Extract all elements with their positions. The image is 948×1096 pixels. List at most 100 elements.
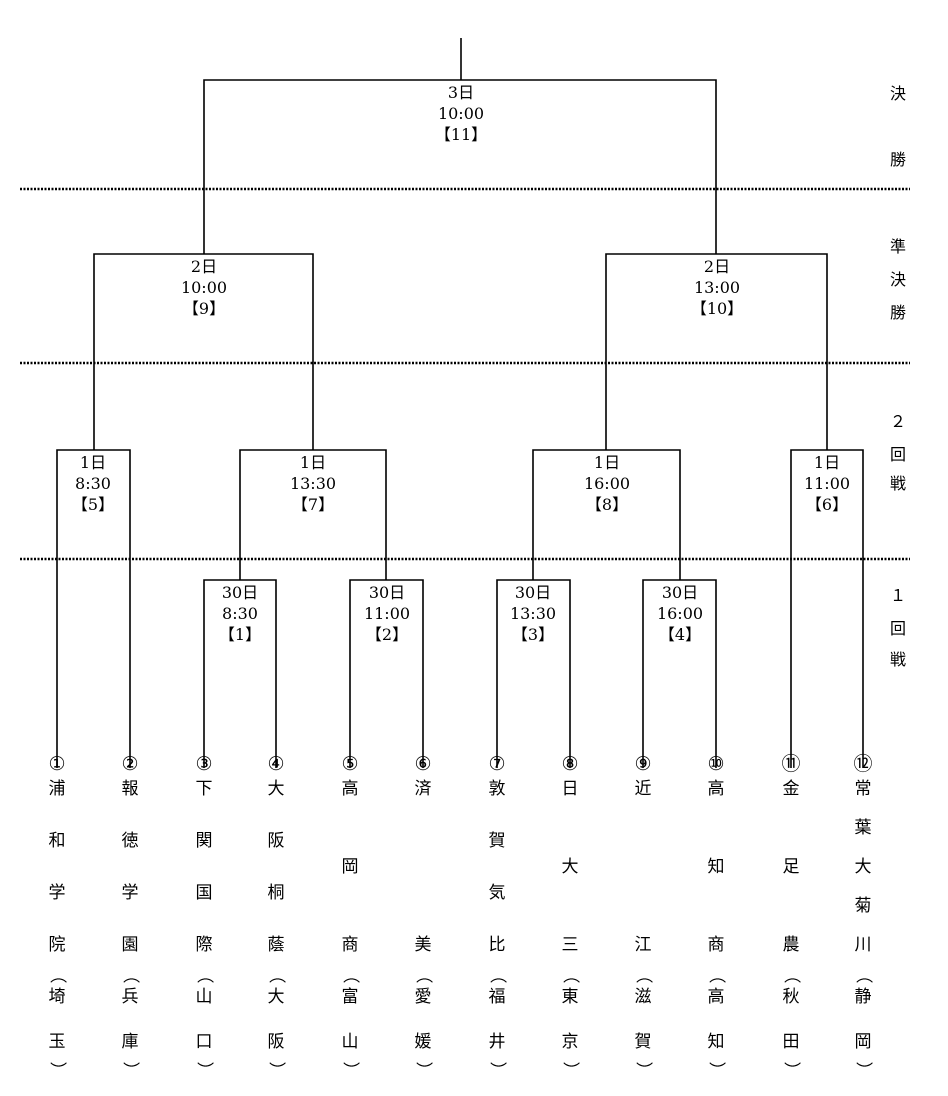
team-name-char: 三 (561, 935, 579, 955)
team-name-char: 近 (634, 779, 652, 799)
team-name-char: 大 (561, 857, 579, 877)
match-number: 【11】 (434, 125, 488, 144)
team-pref-char: ） (47, 1061, 67, 1079)
line-second-5 (56, 449, 131, 768)
match-6-label: 1日 11:00 【6】 (787, 452, 867, 515)
match-day: 1日 (79, 453, 107, 472)
team-pref-char: 賀 (634, 1032, 652, 1052)
team-number: ③ (195, 753, 213, 775)
team-pref-char: ） (487, 1061, 507, 1079)
team-name-char: 葉 (854, 818, 872, 838)
team-name-char: 気 (488, 883, 506, 903)
match-time: 11:00 (363, 604, 411, 623)
match-day: 1日 (299, 453, 327, 472)
match-number: 【1】 (218, 625, 262, 644)
line-semi-10 (605, 253, 828, 450)
round-char: 決 (889, 84, 906, 103)
team-name-char: 学 (121, 883, 139, 903)
team-pref-char: 東 (561, 987, 579, 1007)
match-day: 3日 (447, 83, 475, 102)
team-7: ⑦ 敦 賀 気 比 （ 福 井 ） (479, 754, 515, 1084)
team-12: ⑫ 常 葉 大 菊 川 （ 静 岡 ） (845, 754, 881, 1084)
team-pref-char: 玉 (48, 1032, 66, 1052)
round-char: 決 (889, 270, 906, 289)
match-9-label: 2日 10:00 【9】 (164, 256, 244, 319)
team-name-char: 商 (341, 935, 359, 955)
round-char: ２ (889, 412, 906, 431)
team-name-char: 学 (48, 883, 66, 903)
team-pref-char: 阪 (267, 1032, 285, 1052)
line-first-2 (349, 579, 424, 768)
match-time: 8:30 (75, 474, 111, 493)
match-2-label: 30日 11:00 【2】 (347, 582, 427, 645)
team-pref-char: 口 (195, 1032, 213, 1052)
match-time: 13:30 (509, 604, 557, 623)
team-pref-char: 媛 (414, 1032, 432, 1052)
team-name-char: 賀 (488, 831, 506, 851)
team-number: ⑤ (341, 753, 359, 775)
team-pref-char: 山 (341, 1032, 359, 1052)
team-3: ③ 下 関 国 際 （ 山 口 ） (186, 754, 222, 1084)
team-name-char: 敦 (488, 779, 506, 799)
team-pref-char: ） (560, 1061, 580, 1079)
match-7-label: 1日 13:30 【7】 (273, 452, 353, 515)
round-char: 準 (889, 237, 906, 256)
team-name-char: 川 (854, 935, 872, 955)
team-pref-char: ） (633, 1061, 653, 1079)
match-day: 30日 (368, 583, 406, 602)
match-number: 【7】 (291, 495, 335, 514)
match-day: 30日 (514, 583, 552, 602)
team-pref-char: 愛 (414, 987, 432, 1007)
team-pref-char: ） (340, 1061, 360, 1079)
team-number: ⑫ (853, 753, 873, 775)
match-time: 16:00 (656, 604, 704, 623)
match-day: 30日 (221, 583, 259, 602)
team-name-char: 阪 (267, 831, 285, 851)
team-4: ④ 大 阪 桐 蔭 （ 大 阪 ） (258, 754, 294, 1084)
team-name-char: 下 (195, 779, 213, 799)
round-char: １ (889, 586, 906, 605)
match-5-label: 1日 8:30 【5】 (53, 452, 133, 515)
team-2: ② 報 徳 学 園 （ 兵 庫 ） (112, 754, 148, 1084)
match-3-label: 30日 13:30 【3】 (493, 582, 573, 645)
match-time: 11:00 (803, 474, 851, 493)
team-name-char: 済 (414, 779, 432, 799)
team-pref-char: 岡 (854, 1032, 872, 1052)
match-number: 【9】 (182, 299, 226, 318)
round-char: 勝 (889, 303, 906, 322)
match-11-label: 3日 10:00 【11】 (421, 82, 501, 145)
team-pref-char: ） (706, 1061, 726, 1079)
team-pref-char: ） (120, 1061, 140, 1079)
team-1: ① 浦 和 学 院 （ 埼 玉 ） (39, 754, 75, 1084)
match-time: 16:00 (583, 474, 631, 493)
team-name-char: 知 (707, 857, 725, 877)
team-name-char: 日 (561, 779, 579, 799)
team-number: ⑨ (634, 753, 652, 775)
team-name-char: 商 (707, 935, 725, 955)
team-pref-char: 山 (195, 987, 213, 1007)
round-char: 戦 (889, 650, 906, 669)
line-final (203, 79, 717, 254)
team-pref-char: 大 (267, 987, 285, 1007)
line-first-4 (642, 579, 717, 768)
team-name-char: 報 (121, 779, 139, 799)
team-name-char: 高 (707, 779, 725, 799)
team-pref-char: 兵 (121, 987, 139, 1007)
team-name-char: 菊 (854, 896, 872, 916)
match-number: 【2】 (365, 625, 409, 644)
team-name-char: 高 (341, 779, 359, 799)
match-day: 30日 (661, 583, 699, 602)
team-name-char: 金 (782, 779, 800, 799)
team-name-char: 足 (782, 857, 800, 877)
team-name-char: 園 (121, 935, 139, 955)
team-pref-char: ） (781, 1061, 801, 1079)
team-name-char: 院 (48, 935, 66, 955)
team-number: ⑥ (414, 753, 432, 775)
team-name-char: 常 (854, 779, 872, 799)
round-char: 勝 (889, 150, 906, 169)
team-name-char: 蔭 (267, 935, 285, 955)
team-number: ⑦ (488, 753, 506, 775)
match-number: 【6】 (805, 495, 849, 514)
team-pref-char: 福 (488, 987, 506, 1007)
team-number: ⑧ (561, 753, 579, 775)
